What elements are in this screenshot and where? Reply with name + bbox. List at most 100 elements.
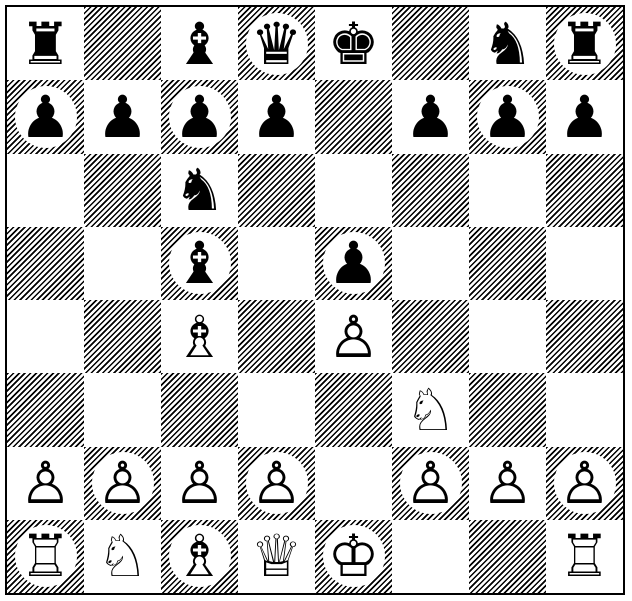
square-c4[interactable]: ♗ bbox=[161, 300, 238, 373]
black-rook-icon[interactable]: ♜ bbox=[546, 7, 623, 80]
black-pawn-icon[interactable]: ♟ bbox=[546, 80, 623, 153]
square-b7[interactable]: ♟ bbox=[84, 80, 161, 153]
white-pawn-icon[interactable]: ♙ bbox=[7, 447, 84, 520]
black-pawn-icon[interactable]: ♟ bbox=[469, 80, 546, 153]
square-b8[interactable] bbox=[84, 7, 161, 80]
square-f7[interactable]: ♟ bbox=[392, 80, 469, 153]
square-f2[interactable]: ♙ bbox=[392, 447, 469, 520]
square-g5[interactable] bbox=[469, 227, 546, 300]
square-b1[interactable]: ♘ bbox=[84, 520, 161, 593]
white-pawn-icon[interactable]: ♙ bbox=[161, 447, 238, 520]
black-knight-icon[interactable]: ♞ bbox=[469, 7, 546, 80]
square-f5[interactable] bbox=[392, 227, 469, 300]
square-h2[interactable]: ♙ bbox=[546, 447, 623, 520]
square-g8[interactable]: ♞ bbox=[469, 7, 546, 80]
square-b3[interactable] bbox=[84, 373, 161, 446]
square-a4[interactable] bbox=[7, 300, 84, 373]
white-queen-icon[interactable]: ♕ bbox=[238, 520, 315, 593]
square-e4[interactable]: ♙ bbox=[315, 300, 392, 373]
square-g2[interactable]: ♙ bbox=[469, 447, 546, 520]
square-e6[interactable] bbox=[315, 154, 392, 227]
white-pawn-icon[interactable]: ♙ bbox=[469, 447, 546, 520]
square-h8[interactable]: ♜ bbox=[546, 7, 623, 80]
square-a6[interactable] bbox=[7, 154, 84, 227]
white-knight-icon[interactable]: ♘ bbox=[392, 373, 469, 446]
white-bishop-icon[interactable]: ♗ bbox=[161, 300, 238, 373]
square-c6[interactable]: ♞ bbox=[161, 154, 238, 227]
white-pawn-icon[interactable]: ♙ bbox=[392, 447, 469, 520]
white-knight-glyph: ♘ bbox=[92, 525, 154, 587]
square-d8[interactable]: ♛ bbox=[238, 7, 315, 80]
black-pawn-icon[interactable]: ♟ bbox=[238, 80, 315, 153]
square-e3[interactable] bbox=[315, 373, 392, 446]
white-bishop-icon[interactable]: ♗ bbox=[161, 520, 238, 593]
square-c5[interactable]: ♝ bbox=[161, 227, 238, 300]
square-h3[interactable] bbox=[546, 373, 623, 446]
square-a1[interactable]: ♖ bbox=[7, 520, 84, 593]
square-d7[interactable]: ♟ bbox=[238, 80, 315, 153]
square-a2[interactable]: ♙ bbox=[7, 447, 84, 520]
square-h6[interactable] bbox=[546, 154, 623, 227]
square-d4[interactable] bbox=[238, 300, 315, 373]
square-c1[interactable]: ♗ bbox=[161, 520, 238, 593]
black-rook-icon[interactable]: ♜ bbox=[7, 7, 84, 80]
square-c7[interactable]: ♟ bbox=[161, 80, 238, 153]
white-pawn-glyph: ♙ bbox=[477, 452, 539, 514]
black-queen-icon[interactable]: ♛ bbox=[238, 7, 315, 80]
square-g6[interactable] bbox=[469, 154, 546, 227]
black-bishop-icon[interactable]: ♝ bbox=[161, 7, 238, 80]
square-f4[interactable] bbox=[392, 300, 469, 373]
white-king-icon[interactable]: ♔ bbox=[315, 520, 392, 593]
square-g7[interactable]: ♟ bbox=[469, 80, 546, 153]
square-f1[interactable] bbox=[392, 520, 469, 593]
square-g3[interactable] bbox=[469, 373, 546, 446]
square-h7[interactable]: ♟ bbox=[546, 80, 623, 153]
square-e7[interactable] bbox=[315, 80, 392, 153]
square-d6[interactable] bbox=[238, 154, 315, 227]
black-knight-icon[interactable]: ♞ bbox=[161, 154, 238, 227]
white-pawn-icon[interactable]: ♙ bbox=[238, 447, 315, 520]
square-d2[interactable]: ♙ bbox=[238, 447, 315, 520]
white-knight-icon[interactable]: ♘ bbox=[84, 520, 161, 593]
square-f8[interactable] bbox=[392, 7, 469, 80]
square-e1[interactable]: ♔ bbox=[315, 520, 392, 593]
square-g4[interactable] bbox=[469, 300, 546, 373]
white-rook-icon[interactable]: ♖ bbox=[7, 520, 84, 593]
black-pawn-icon[interactable]: ♟ bbox=[392, 80, 469, 153]
square-a7[interactable]: ♟ bbox=[7, 80, 84, 153]
black-bishop-glyph: ♝ bbox=[169, 232, 231, 294]
square-a3[interactable] bbox=[7, 373, 84, 446]
square-f6[interactable] bbox=[392, 154, 469, 227]
square-e8[interactable]: ♚ bbox=[315, 7, 392, 80]
square-c2[interactable]: ♙ bbox=[161, 447, 238, 520]
black-pawn-icon[interactable]: ♟ bbox=[161, 80, 238, 153]
black-bishop-icon[interactable]: ♝ bbox=[161, 227, 238, 300]
white-king-glyph: ♔ bbox=[323, 525, 385, 587]
square-b4[interactable] bbox=[84, 300, 161, 373]
square-d3[interactable] bbox=[238, 373, 315, 446]
square-b6[interactable] bbox=[84, 154, 161, 227]
black-pawn-icon[interactable]: ♟ bbox=[84, 80, 161, 153]
square-d1[interactable]: ♕ bbox=[238, 520, 315, 593]
square-c3[interactable] bbox=[161, 373, 238, 446]
square-e5[interactable]: ♟ bbox=[315, 227, 392, 300]
black-king-icon[interactable]: ♚ bbox=[315, 7, 392, 80]
square-h4[interactable] bbox=[546, 300, 623, 373]
square-b2[interactable]: ♙ bbox=[84, 447, 161, 520]
square-g1[interactable] bbox=[469, 520, 546, 593]
white-pawn-icon[interactable]: ♙ bbox=[315, 300, 392, 373]
square-h5[interactable] bbox=[546, 227, 623, 300]
white-pawn-icon[interactable]: ♙ bbox=[546, 447, 623, 520]
square-a8[interactable]: ♜ bbox=[7, 7, 84, 80]
square-b5[interactable] bbox=[84, 227, 161, 300]
square-f3[interactable]: ♘ bbox=[392, 373, 469, 446]
square-a5[interactable] bbox=[7, 227, 84, 300]
square-c8[interactable]: ♝ bbox=[161, 7, 238, 80]
square-e2[interactable] bbox=[315, 447, 392, 520]
white-rook-icon[interactable]: ♖ bbox=[546, 520, 623, 593]
square-d5[interactable] bbox=[238, 227, 315, 300]
black-pawn-icon[interactable]: ♟ bbox=[315, 227, 392, 300]
white-pawn-icon[interactable]: ♙ bbox=[84, 447, 161, 520]
black-pawn-icon[interactable]: ♟ bbox=[7, 80, 84, 153]
square-h1[interactable]: ♖ bbox=[546, 520, 623, 593]
